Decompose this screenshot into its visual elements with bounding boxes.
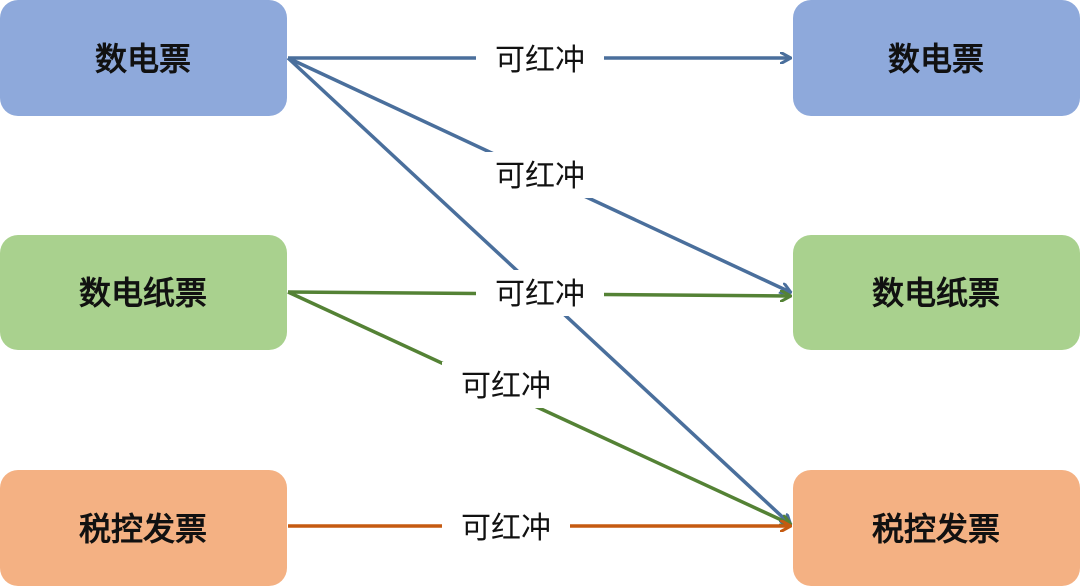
edge-label: 可红冲 — [495, 43, 585, 78]
edge-label: 可红冲 — [461, 511, 551, 546]
node-label: 税控发票 — [79, 510, 207, 548]
edge-label: 可红冲 — [461, 369, 551, 404]
node-left-digital-paper: 数电纸票 — [0, 235, 287, 350]
node-label: 数电票 — [888, 40, 984, 78]
node-right-taxcontrol: 税控发票 — [793, 470, 1080, 586]
node-label: 数电纸票 — [79, 274, 207, 312]
node-label: 数电票 — [95, 40, 191, 78]
node-right-digital: 数电票 — [793, 0, 1080, 116]
edge-labels: 可红冲 可红冲 可红冲 可红冲 可红冲 — [442, 36, 604, 550]
edge-label: 可红冲 — [495, 159, 585, 194]
node-label: 税控发票 — [872, 510, 1000, 548]
node-label: 数电纸票 — [872, 274, 1000, 312]
node-left-digital: 数电票 — [0, 0, 287, 116]
node-left-taxcontrol: 税控发票 — [0, 470, 287, 586]
edge-label: 可红冲 — [495, 277, 585, 312]
node-right-digital-paper: 数电纸票 — [793, 235, 1080, 350]
